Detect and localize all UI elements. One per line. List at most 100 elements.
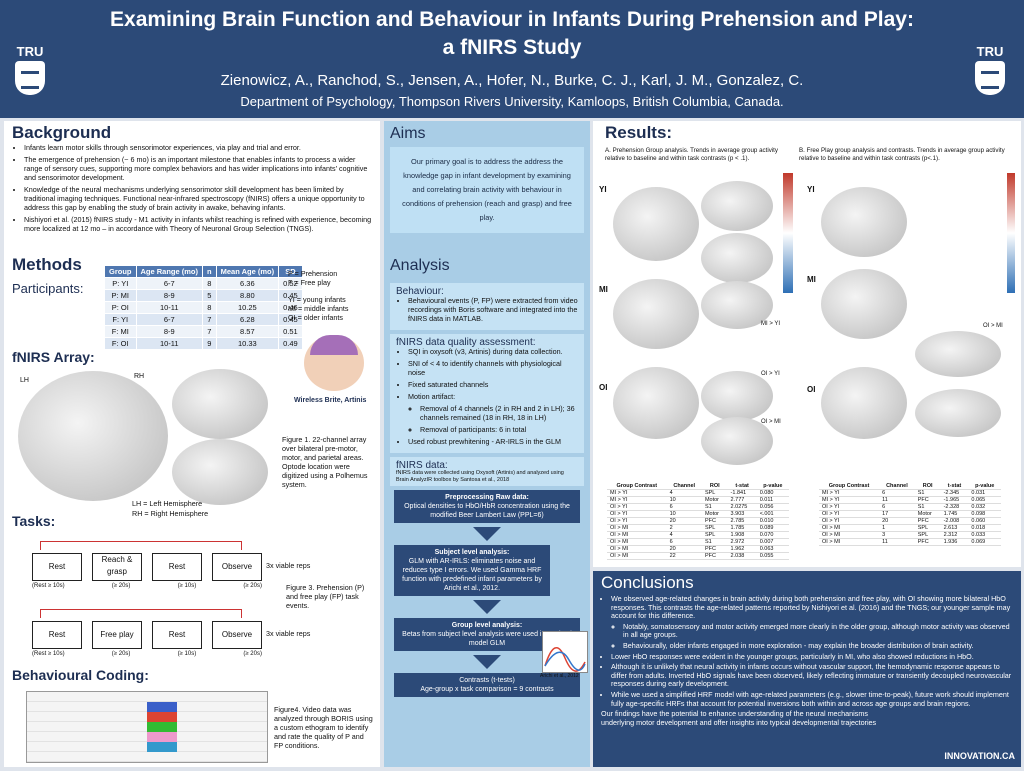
flow-subject: Subject level analysis: GLM with AR-IRLS…	[394, 545, 550, 596]
table-cell: 0.007	[756, 538, 789, 546]
figure-3-caption: Figure 3. Prehension (P) and free play (…	[286, 583, 365, 610]
table-cell: 3.903	[727, 510, 757, 518]
list-item: Infants learn motor skills through senso…	[24, 143, 372, 152]
tru-logo-right: TRU	[970, 44, 1010, 95]
hemisphere-note: RH = Right Hemisphere	[132, 509, 209, 518]
shield-icon	[975, 61, 1005, 95]
logo-text: TRU	[976, 44, 1004, 59]
sequence-arrow	[40, 609, 242, 618]
table-cell: OI > YI	[819, 517, 880, 525]
colorbar	[1007, 173, 1015, 293]
flow-title: Preprocessing Raw data:	[445, 494, 529, 501]
table-cell: 0.080	[756, 489, 789, 497]
table-cell: 2.0275	[727, 503, 757, 511]
table-header: Mean Age (mo)	[215, 265, 280, 278]
table-cell: OI > YI	[819, 510, 880, 518]
list-item: Used robust prewhitening - AR-IRLS in th…	[408, 437, 578, 446]
list-item: Nishiyori et al. (2015) fNIRS study - M1…	[24, 215, 372, 233]
reps-label: 3x viable reps	[266, 629, 311, 638]
table-header: ROI	[914, 483, 941, 490]
table-cell: -2.328	[940, 503, 969, 511]
ethogram-color-column	[147, 702, 177, 752]
table-cell: 6.36	[215, 277, 280, 290]
hrf-curve-icon	[544, 647, 586, 672]
table-cell: PFC	[701, 517, 728, 525]
duration: (≥ 20s)	[111, 583, 131, 589]
coding-heading: Behavioural Coding:	[12, 667, 149, 683]
table-cell: 8.80	[215, 289, 280, 302]
task-box: Rest	[152, 553, 202, 581]
table-cell: 2.038	[727, 552, 757, 560]
hemisphere-note: LH = Left Hemisphere	[132, 499, 203, 508]
list-item: SQI in oxysoft (v3, Artinis) during data…	[408, 347, 578, 356]
brain-result-map	[821, 269, 907, 339]
flow-title: Group level analysis:	[451, 622, 523, 629]
prehension-caption: A. Prehension Group analysis. Trends in …	[605, 147, 778, 162]
table-cell: 0.032	[968, 503, 1001, 511]
table-cell: 10-11	[135, 337, 204, 350]
brain-result-map	[821, 187, 907, 257]
contrast-label: MI > YI	[761, 321, 781, 327]
left-column: Background Infants learn motor skills th…	[4, 121, 380, 767]
table-cell: OI > MI	[607, 524, 667, 532]
table-header: n	[202, 265, 217, 278]
flow-text: Optical densities to HbO/HbR concentrati…	[404, 503, 570, 519]
table-header: Group Contrast	[819, 483, 880, 490]
table-cell: 8	[202, 301, 217, 314]
down-arrow-icon	[473, 527, 501, 541]
table-cell: 2.312	[940, 531, 969, 539]
table-header: p-value	[968, 483, 1001, 490]
table-cell: SPL	[914, 524, 941, 532]
table-cell: 17	[879, 510, 915, 518]
brain-result-map	[701, 417, 773, 465]
table-cell: F: MI	[104, 325, 137, 338]
innovation-logo: INNOVATION.CA	[944, 751, 1015, 761]
colorbar	[783, 173, 793, 293]
hrf-plot-image	[542, 631, 588, 673]
table-cell: 0.033	[968, 531, 1001, 539]
brain-optode-image-2	[172, 439, 268, 505]
table-cell: Motor	[914, 510, 941, 518]
table-cell: 2	[666, 524, 702, 532]
table-cell: 10.25	[215, 301, 280, 314]
quality-heading: fNIRS data quality assessment:	[396, 337, 536, 348]
shield-icon	[15, 61, 45, 95]
aims-analysis-column: Aims Our primary goal is to address the …	[384, 121, 590, 767]
table-cell: 1.908	[727, 531, 757, 539]
table-cell: 8-9	[135, 325, 204, 338]
table-cell: 0.065	[968, 496, 1001, 504]
poster-header: TRU Examining Brain Function and Behavio…	[0, 0, 1024, 118]
duration: (≥ 20s)	[243, 583, 262, 589]
brain-result-map	[613, 187, 699, 261]
array-heading: fNIRS Array:	[12, 349, 95, 365]
figure-1-caption: Figure 1. 22-channel array over bilatera…	[282, 435, 368, 489]
conclusions-closing: Our findings have the potential to enhan…	[601, 709, 877, 727]
table-cell: 0.45	[278, 313, 303, 326]
task-box: Reach & grasp	[92, 553, 142, 581]
table-cell: 3	[879, 531, 915, 539]
brain-result-map	[701, 371, 773, 421]
fnirs-data-section: fNIRS data: fNIRS data were collected us…	[390, 457, 584, 486]
analysis-heading: Analysis	[390, 257, 450, 274]
list-item: The emergence of prehension (~ 6 mo) is …	[24, 155, 372, 182]
table-cell: PFC	[701, 552, 728, 560]
table-cell: 5	[202, 289, 217, 302]
table-cell: 0.056	[756, 503, 789, 511]
table-cell: 2.613	[940, 524, 969, 532]
row-label: MI	[599, 285, 608, 294]
table-cell: OI > YI	[607, 517, 667, 525]
table-cell: MI > YI	[819, 496, 880, 504]
table-cell: 0.055	[756, 552, 789, 560]
table-cell: 11	[879, 538, 915, 546]
results-table-b: Group Contrast Channel ROI t-stat p-valu…	[819, 483, 1001, 546]
